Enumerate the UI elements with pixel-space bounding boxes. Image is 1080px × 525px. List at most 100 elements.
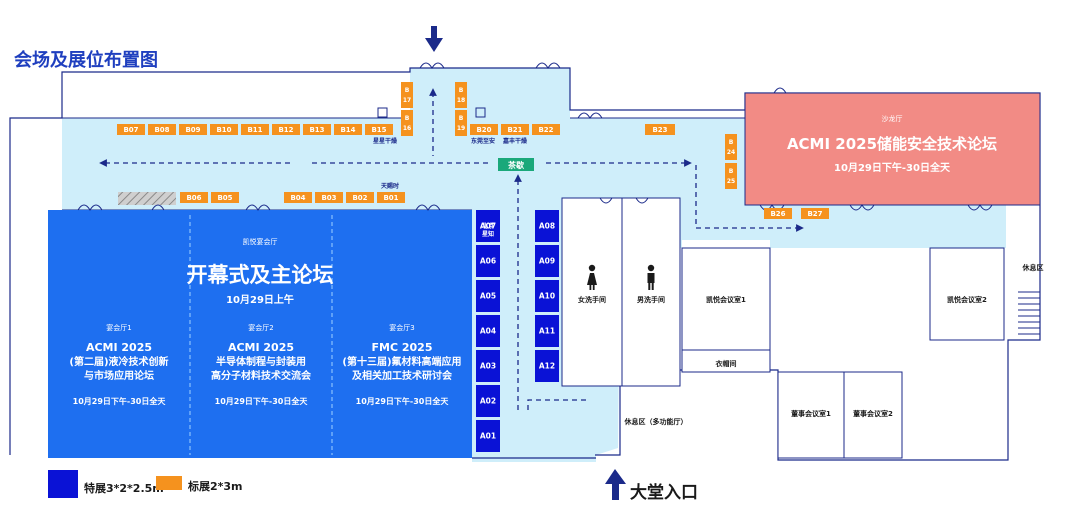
booth-label: B14 [340, 126, 355, 134]
booth [346, 192, 374, 203]
booth [180, 192, 208, 203]
booth [303, 124, 331, 135]
booth [117, 124, 145, 135]
main-hall [48, 210, 472, 458]
booth-label: B15 [371, 126, 386, 134]
booth [377, 192, 405, 203]
booth [401, 110, 413, 136]
booth-label: B23 [652, 126, 667, 134]
ballroom1-line2: (第二届)液冷技术创新 [69, 355, 168, 368]
lounge-multi-label: 休息区（多功能厅） [624, 417, 688, 426]
cloakroom-label: 衣帽间 [716, 359, 737, 368]
booth [476, 210, 500, 242]
booth-label: A11 [539, 327, 555, 336]
booth [535, 245, 559, 277]
booth-label: B04 [290, 194, 305, 202]
booth [535, 210, 559, 242]
man-icon [647, 264, 655, 290]
booth [725, 134, 737, 160]
hatched-area [118, 192, 176, 205]
ballroom2-name: 宴会厅2 [248, 323, 273, 332]
booth-label: B09 [185, 126, 200, 134]
booth-label: B03 [321, 194, 336, 202]
sponsor-jiajia: 嘉丰干燥 [502, 137, 528, 145]
booth-label: A02 [480, 397, 496, 406]
booth-label: A08 [539, 222, 555, 231]
booth [284, 192, 312, 203]
lounge-label: 休息区 [1022, 263, 1044, 272]
booth [501, 124, 529, 135]
salon-event: ACMI 2025储能安全技术论坛 [787, 135, 997, 153]
booth-label: B01 [383, 194, 398, 202]
booth [455, 110, 467, 136]
booth [334, 124, 362, 135]
booth [272, 124, 300, 135]
booth [241, 124, 269, 135]
tea-break [498, 158, 534, 171]
booth [401, 82, 413, 108]
sponsor-dongguan: 东莞至安 [471, 137, 495, 145]
legend-standard-swatch [156, 476, 182, 490]
booth [211, 192, 239, 203]
ballroom3-line3: 及相关加工技术研讨会 [352, 369, 452, 382]
booth-label: B21 [507, 126, 522, 134]
booth-label: B26 [770, 210, 785, 218]
booth [455, 82, 467, 108]
booth [645, 124, 675, 135]
ballroom2-line3: 高分子材料技术交流会 [211, 369, 311, 382]
booth-label: B05 [217, 194, 232, 202]
north-entrance-arrow-icon [425, 26, 443, 52]
sponsor-beijing-line2: 星知 [482, 230, 494, 238]
ballroom3-line2: (第十三届)氟材料高端应用 [342, 355, 461, 368]
corridor-north [410, 68, 570, 120]
restroom-men-label: 男洗手间 [637, 295, 665, 304]
booth [801, 208, 829, 219]
restroom-women [561, 197, 623, 387]
booth [535, 350, 559, 382]
booth-label: A07 [480, 222, 496, 231]
sponsor-beijing-line1: 北京 [482, 222, 494, 230]
booth [148, 124, 176, 135]
booth [365, 124, 393, 135]
ballroom1-name: 宴会厅1 [106, 323, 131, 332]
booth [476, 315, 500, 347]
woman-icon [587, 264, 597, 290]
page-title: 会场及展位布置图 [14, 50, 158, 71]
tea-break-label: 茶歇 [507, 160, 524, 170]
booth-label: A05 [480, 292, 496, 301]
main-hall-event: 开幕式及主论坛 [187, 263, 334, 287]
ballroom2-line1: ACMI 2025 [228, 341, 294, 354]
meeting-room-2 [929, 247, 1005, 341]
booth [532, 124, 560, 135]
legend-special-swatch [48, 470, 78, 498]
booth-label: B08 [154, 126, 169, 134]
restroom-women-label: 女洗手间 [578, 295, 606, 304]
booth-label: A12 [539, 362, 555, 371]
booth [725, 163, 737, 189]
booth [476, 280, 500, 312]
ballroom3-line1: FMC 2025 [372, 341, 433, 354]
ballroom1-line3: 与市场应用论坛 [84, 369, 154, 382]
booth [476, 420, 500, 452]
ballroom3-time: 10月29日下午-30日全天 [356, 396, 450, 406]
booth-label: A01 [480, 432, 496, 441]
booth-label: A04 [480, 327, 496, 336]
salon-hall [744, 92, 1041, 206]
ballroom2-time: 10月29日下午-30日全天 [215, 396, 309, 406]
meeting-room-2-label: 凯悦会议室2 [947, 295, 987, 304]
booth-label: B22 [538, 126, 553, 134]
pillar-right [475, 107, 486, 118]
salon-time: 10月29日下午-30日全天 [834, 161, 951, 174]
meeting-room-1 [681, 247, 771, 351]
booth [179, 124, 207, 135]
ballroom3-name: 宴会厅3 [389, 323, 414, 332]
sponsor-xingchen: 星星干燥 [373, 137, 398, 145]
legend-special-label: 特展3*2*2.5m [84, 482, 164, 495]
